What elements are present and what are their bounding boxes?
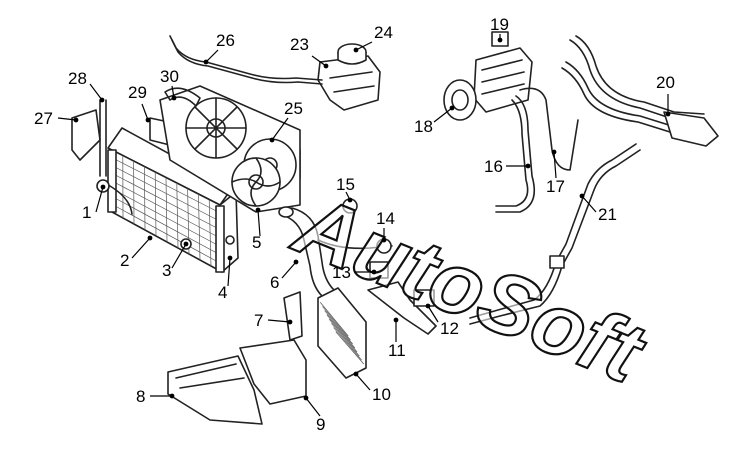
leader-dot-10: [353, 371, 359, 377]
leader-dot-3: [183, 241, 189, 247]
callout-number-16: 16: [484, 157, 503, 176]
leader-line-23: [311, 55, 327, 67]
callout-number-25: 25: [284, 99, 303, 118]
leader-dot-29: [145, 117, 151, 123]
callout-number-7: 7: [254, 311, 263, 330]
leader-line-26: [205, 49, 219, 63]
bracket-11: [367, 281, 437, 335]
leader-dot-25: [269, 137, 275, 143]
ac-pipes-16-17: [495, 87, 579, 213]
callout-number-4: 4: [218, 283, 227, 302]
air-duct-7: [283, 291, 303, 341]
leader-dot-21: [579, 193, 585, 199]
leader-line-17: [553, 151, 557, 179]
leader-line-29: [141, 103, 149, 121]
leader-dot-30: [171, 95, 177, 101]
leader-line-2: [131, 237, 151, 259]
leader-line-7: [267, 319, 291, 323]
leader-dot-19: [497, 37, 503, 43]
callout-labels: 1234567891011121314151617181920212324252…: [34, 15, 675, 434]
leader-line-10: [355, 373, 371, 391]
leader-dot-23: [323, 63, 329, 69]
pipe-28-and-1: [96, 99, 133, 215]
leader-dot-6: [293, 259, 299, 265]
callout-number-17: 17: [546, 177, 565, 196]
coolant-hose-6: [278, 206, 393, 297]
leader-dot-26: [203, 59, 209, 65]
fan-shroud-assembly: [159, 85, 301, 213]
callout-number-13: 13: [332, 263, 351, 282]
small-parts-13-14-15: [342, 198, 392, 279]
callout-number-11: 11: [388, 341, 406, 360]
leader-dot-27: [73, 117, 79, 123]
sensor-12: [413, 289, 435, 307]
callout-number-30: 30: [160, 67, 179, 86]
leader-dot-24: [353, 47, 359, 53]
leader-dot-11: [393, 317, 399, 323]
callout-number-20: 20: [656, 73, 675, 92]
callout-number-5: 5: [252, 233, 261, 252]
leader-line-28: [89, 83, 103, 101]
callout-number-29: 29: [128, 83, 147, 102]
ac-compressor: [443, 31, 533, 121]
leader-dot-9: [303, 395, 309, 401]
leader-dot-14: [381, 237, 387, 243]
bracket-27: [71, 109, 101, 161]
leader-dot-4: [227, 255, 233, 261]
callout-number-15: 15: [336, 175, 355, 194]
air-duct-8: [167, 355, 263, 425]
leader-line-12: [427, 305, 439, 323]
leader-line-21: [581, 195, 597, 213]
callout-number-2: 2: [120, 251, 129, 270]
intercooler: [317, 287, 367, 379]
callout-number-28: 28: [68, 69, 87, 88]
leader-dot-5: [255, 207, 261, 213]
leader-dot-12: [425, 303, 431, 309]
leader-dot-17: [551, 149, 557, 155]
callout-number-26: 26: [216, 31, 235, 50]
callout-number-10: 10: [372, 385, 391, 404]
ac-pipe-bundle-20: [561, 35, 719, 147]
leader-dot-1: [100, 184, 106, 190]
leader-dot-15: [347, 197, 353, 203]
callout-number-21: 21: [598, 205, 617, 224]
leader-dot-28: [99, 97, 105, 103]
callout-number-3: 3: [162, 261, 171, 280]
callout-number-27: 27: [34, 109, 53, 128]
leader-dot-7: [287, 319, 293, 325]
radiator-core-grid: [111, 150, 223, 273]
leader-line-5: [257, 209, 261, 237]
intercooler-fins: [319, 301, 365, 365]
ac-pipe-21: [469, 143, 641, 325]
hose-26: [169, 35, 323, 81]
callout-number-9: 9: [316, 415, 325, 434]
leader-line-27: [57, 117, 77, 121]
leader-line-25: [271, 117, 289, 141]
leader-line-6: [281, 261, 297, 279]
leader-line-24: [355, 41, 373, 51]
callout-number-23: 23: [290, 35, 309, 54]
leader-dot-20: [665, 111, 671, 117]
callout-number-14: 14: [376, 209, 395, 228]
leader-line-3: [171, 243, 187, 269]
leader-dot-13: [371, 269, 377, 275]
leader-dot-16: [525, 163, 531, 169]
callout-number-6: 6: [270, 273, 279, 292]
callout-number-8: 8: [136, 387, 145, 406]
leader-line-9: [305, 397, 321, 417]
callout-number-19: 19: [490, 15, 509, 34]
expansion-tank: [317, 43, 381, 111]
leader-dot-18: [449, 105, 455, 111]
leader-dot-8: [169, 393, 175, 399]
leader-line-4: [227, 257, 231, 287]
callout-number-18: 18: [414, 117, 433, 136]
callout-number-24: 24: [374, 23, 393, 42]
callout-number-1: 1: [82, 203, 91, 222]
callout-number-12: 12: [440, 319, 459, 338]
leader-line-18: [433, 107, 453, 123]
leader-line-1: [95, 186, 104, 213]
leader-dot-2: [147, 235, 153, 241]
